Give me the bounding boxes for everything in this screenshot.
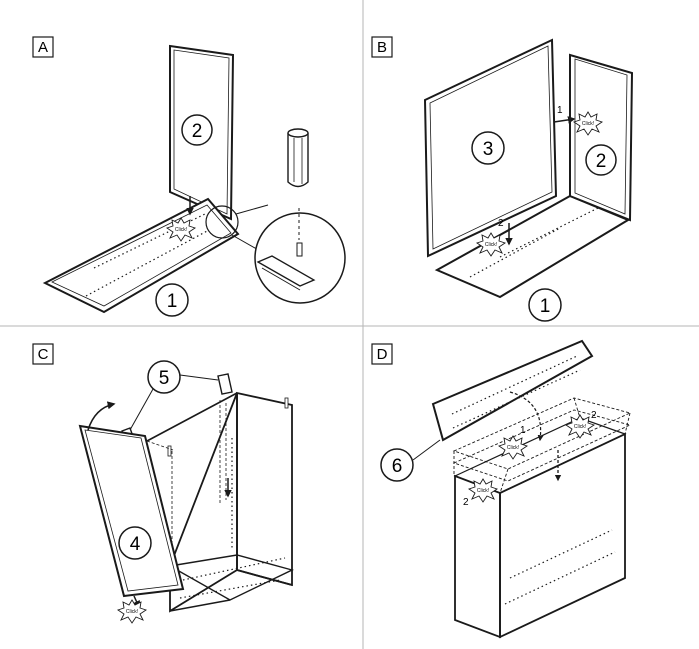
panel-d-label-box bbox=[371, 343, 393, 365]
step-2-label: 2 bbox=[591, 410, 597, 421]
part-2-label: 2 bbox=[192, 121, 203, 142]
part-6-circle bbox=[380, 448, 414, 482]
rotate-arrow bbox=[509, 391, 544, 442]
panel-d-label: D bbox=[377, 346, 388, 363]
detail-source-circle bbox=[205, 205, 239, 239]
hole-row bbox=[499, 206, 601, 258]
click-burst bbox=[116, 599, 148, 624]
panel-a: A 2 Click! 1 bbox=[32, 36, 346, 317]
panel-a-label-box bbox=[32, 36, 54, 58]
rotate-arrow bbox=[87, 401, 116, 431]
panel-a-label: A bbox=[38, 39, 48, 56]
hole-row bbox=[452, 369, 581, 429]
part-1-label: 1 bbox=[540, 296, 551, 317]
part-1-circle bbox=[528, 288, 562, 322]
click-burst bbox=[497, 435, 529, 460]
part-2-label: 2 bbox=[596, 151, 607, 172]
click-label: Click! bbox=[126, 609, 138, 615]
detail-hole bbox=[296, 242, 303, 257]
click-burst bbox=[564, 414, 596, 439]
click-label: Click! bbox=[175, 227, 187, 233]
part-1-label: 1 bbox=[167, 291, 178, 312]
click-label: Click! bbox=[574, 424, 586, 430]
click-label: Click! bbox=[582, 121, 594, 127]
door-panel bbox=[78, 424, 185, 598]
click-label: Click! bbox=[507, 445, 519, 451]
click-burst bbox=[572, 111, 604, 136]
panel-d: D 6 1 2 2 bbox=[371, 339, 632, 639]
detail-board-edge bbox=[256, 255, 316, 287]
part-4-label: 4 bbox=[130, 534, 141, 555]
part-5-label: 5 bbox=[159, 368, 170, 389]
click-label: Click! bbox=[485, 242, 497, 248]
click-burst bbox=[165, 217, 197, 242]
step-1-label: 1 bbox=[557, 105, 563, 116]
part-1-circle bbox=[155, 283, 189, 317]
hole-row bbox=[179, 579, 281, 599]
click-burst bbox=[467, 478, 499, 503]
part-4-circle bbox=[118, 526, 152, 560]
panel-b-label-box bbox=[371, 36, 393, 58]
step-1-label: 1 bbox=[520, 425, 526, 436]
cabinet-body bbox=[453, 417, 627, 639]
cabinet-carcass bbox=[167, 391, 294, 613]
hole-row bbox=[509, 529, 613, 579]
part-2-circle bbox=[585, 144, 617, 176]
part-2-circle bbox=[181, 114, 213, 146]
hole-row bbox=[85, 229, 210, 297]
panel-b: B 2 3 1 2 Click! Click! 1 bbox=[371, 36, 634, 322]
click-burst bbox=[475, 232, 507, 257]
part-3-label: 3 bbox=[483, 139, 494, 160]
part-3-circle bbox=[471, 131, 505, 165]
part-6-label: 6 bbox=[392, 456, 403, 477]
detail-zoom-circle bbox=[254, 212, 346, 304]
hole-row bbox=[504, 551, 616, 605]
step-1-arrow bbox=[553, 116, 576, 124]
dowel-pin bbox=[284, 397, 289, 409]
dowel-icon bbox=[287, 128, 309, 188]
dowel-pin bbox=[167, 445, 172, 457]
hole-row bbox=[182, 557, 286, 581]
panel-b-label: B bbox=[377, 39, 387, 56]
panel-c-label: C bbox=[38, 346, 49, 363]
panel-c-label-box bbox=[32, 343, 54, 365]
part-5-circle bbox=[147, 360, 181, 394]
panel-c: C 4 5 bbox=[32, 343, 294, 624]
hole-row bbox=[451, 355, 578, 415]
step-2-label: 2 bbox=[498, 218, 504, 229]
bottom-board bbox=[42, 197, 240, 314]
side-panel bbox=[569, 53, 634, 222]
step-2-label: 2 bbox=[463, 497, 469, 508]
ghost-top-panel bbox=[452, 397, 632, 494]
click-label: Click! bbox=[477, 488, 489, 494]
top-panel bbox=[431, 339, 594, 442]
